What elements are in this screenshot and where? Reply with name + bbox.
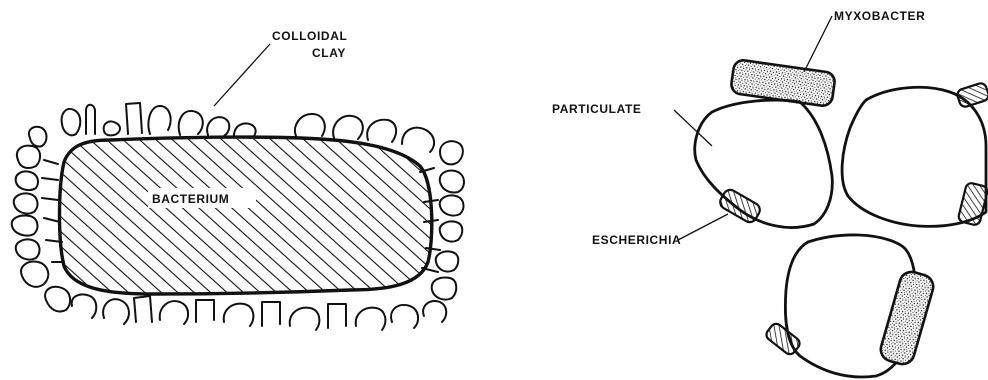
escherichia-cell-4 <box>764 321 802 356</box>
escherichia-cell-1 <box>718 187 763 224</box>
colloidal-clay-leader-line <box>214 44 270 106</box>
escherichia-cell-3 <box>957 182 988 226</box>
colloidal-clay-label-line1: COLLOIDAL <box>272 29 347 43</box>
right-panel: MYXOBACTER PARTICULATE ESCHERICHIA <box>552 9 988 377</box>
myxobacter-cell-bottom <box>878 269 936 367</box>
colloidal-clay-label-line2: CLAY <box>312 46 346 60</box>
myxobacter-label: MYXOBACTER <box>834 9 925 23</box>
particulate-particle-1 <box>695 100 833 227</box>
escherichia-cell-2 <box>956 82 988 108</box>
escherichia-leader-line <box>678 214 728 240</box>
left-panel: BACTERIUM COLLOIDAL CLAY <box>12 29 464 330</box>
myxobacter-leader-line <box>804 16 832 72</box>
escherichia-label: ESCHERICHIA <box>592 233 681 247</box>
particulate-label: PARTICULATE <box>552 102 641 116</box>
bacterium-label: BACTERIUM <box>152 192 229 206</box>
bacterium-cell <box>60 137 432 294</box>
